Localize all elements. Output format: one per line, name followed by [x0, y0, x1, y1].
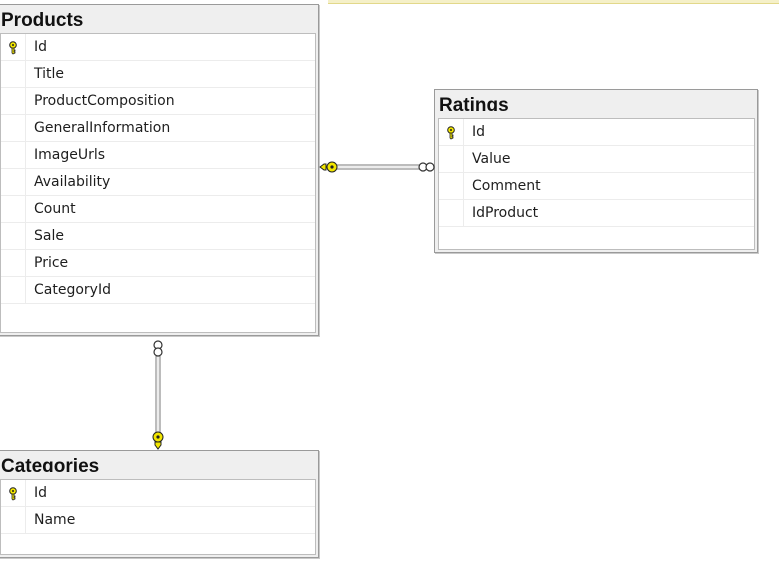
- key-icon: [152, 431, 164, 450]
- relationship-categories-products[interactable]: [152, 340, 164, 450]
- row-selector[interactable]: [1, 223, 26, 249]
- relationship-products-ratings[interactable]: [319, 161, 435, 173]
- row-selector[interactable]: [1, 142, 26, 168]
- column-row[interactable]: Price: [1, 250, 315, 277]
- row-selector[interactable]: [439, 173, 464, 199]
- column-name: Id: [34, 39, 48, 55]
- row-selector[interactable]: [1, 480, 26, 506]
- row-selector[interactable]: [1, 250, 26, 276]
- column-name: Count: [34, 201, 76, 217]
- row-selector[interactable]: [1, 196, 26, 222]
- column-row[interactable]: Sale: [1, 223, 315, 250]
- column-name: Value: [472, 151, 511, 167]
- column-row[interactable]: Availability: [1, 169, 315, 196]
- infinity-icon: [153, 340, 163, 357]
- row-selector[interactable]: [1, 507, 26, 533]
- column-name: Sale: [34, 228, 64, 244]
- table-title-ratings: Ratings: [439, 96, 509, 111]
- row-selector[interactable]: [1, 88, 26, 114]
- key-icon: [319, 161, 338, 173]
- primary-key-icon: [9, 487, 17, 501]
- row-selector[interactable]: [1, 61, 26, 87]
- column-name: GeneralInformation: [34, 120, 171, 136]
- designer-top-strip: [328, 0, 779, 4]
- column-row[interactable]: Id: [439, 119, 754, 146]
- column-name: Id: [472, 124, 486, 140]
- primary-key-icon: [447, 126, 455, 140]
- column-row[interactable]: Title: [1, 61, 315, 88]
- column-row[interactable]: ProductComposition: [1, 88, 315, 115]
- column-row[interactable]: Count: [1, 196, 315, 223]
- column-row[interactable]: CategoryId: [1, 277, 315, 304]
- column-row[interactable]: GeneralInformation: [1, 115, 315, 142]
- row-selector[interactable]: [1, 277, 26, 303]
- column-row[interactable]: Id: [1, 480, 315, 507]
- column-name: Availability: [34, 174, 111, 190]
- row-selector[interactable]: [439, 119, 464, 145]
- column-name: Title: [34, 66, 65, 82]
- column-row[interactable]: Name: [1, 507, 315, 534]
- column-name: Price: [34, 255, 69, 271]
- table-title-categories: Categories: [1, 457, 100, 472]
- row-selector[interactable]: [1, 115, 26, 141]
- row-selector[interactable]: [439, 146, 464, 172]
- column-row[interactable]: Id: [1, 34, 315, 61]
- column-name: Comment: [472, 178, 541, 194]
- column-name: Name: [34, 512, 76, 528]
- column-row[interactable]: Value: [439, 146, 754, 173]
- column-row[interactable]: IdProduct: [439, 200, 754, 227]
- column-name: ProductComposition: [34, 93, 175, 109]
- column-name: IdProduct: [472, 205, 539, 221]
- row-selector[interactable]: [1, 34, 26, 60]
- primary-key-icon: [9, 41, 17, 55]
- column-name: ImageUrls: [34, 147, 106, 163]
- column-name: CategoryId: [34, 282, 111, 298]
- row-selector[interactable]: [439, 200, 464, 226]
- column-row[interactable]: ImageUrls: [1, 142, 315, 169]
- table-title-products: Products: [1, 11, 84, 26]
- column-row[interactable]: Comment: [439, 173, 754, 200]
- infinity-icon: [418, 162, 435, 172]
- column-name: Id: [34, 485, 48, 501]
- row-selector[interactable]: [1, 169, 26, 195]
